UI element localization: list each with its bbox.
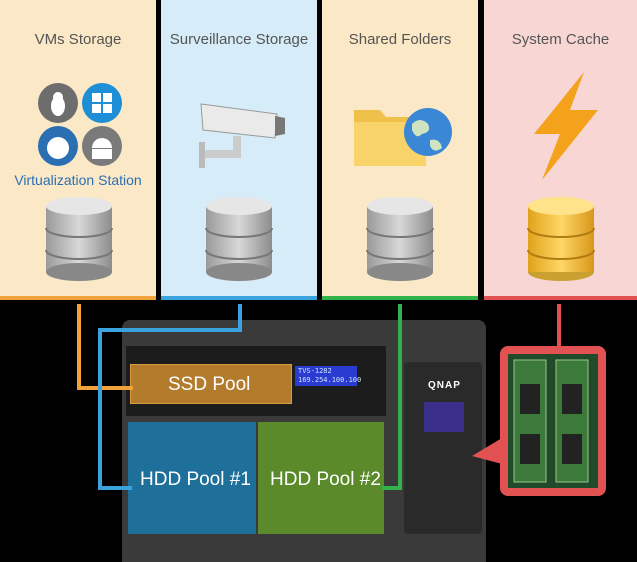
ssd-pool-label: SSD Pool: [168, 374, 251, 395]
surv-wire-h: [98, 328, 242, 332]
vms-database-icon: [45, 197, 113, 281]
cache-wire: [557, 304, 561, 348]
hdd-pool-2-label: HDD Pool #2: [270, 469, 381, 490]
android-icon: [82, 126, 122, 166]
shared-folders-title: Shared Folders: [348, 31, 452, 48]
hdd-bays-2: [258, 422, 384, 534]
shared-folders-panel: Shared Folders: [322, 0, 478, 300]
cache-callout: [472, 346, 606, 496]
surv-wire-v2: [98, 328, 102, 490]
vms-wire: [77, 304, 81, 390]
os-icons: [38, 83, 122, 166]
vms-wire-h: [77, 386, 133, 390]
surv-wire-h2: [98, 486, 132, 490]
lightning-icon: [534, 72, 598, 180]
database-icons: [45, 197, 595, 281]
shared-wire-v: [398, 304, 402, 490]
surveillance-database-icon: [205, 197, 273, 281]
freebsd-icon: [38, 126, 78, 166]
vms-storage-title: VMs Storage: [34, 31, 122, 48]
hdd-pool-1-label: HDD Pool #1: [140, 469, 251, 490]
cache-database-icon: [527, 197, 595, 281]
surv-wire-v: [238, 304, 242, 332]
virtualization-station-label: Virtualization Station: [14, 172, 142, 188]
ssd-bays: [130, 364, 292, 404]
windows-icon: [82, 83, 122, 123]
camera-icon: [199, 103, 285, 168]
shared-wire-h: [382, 486, 402, 490]
lcd-display: TVS-1282 169.254.100.100: [295, 366, 362, 386]
shared-database-icon: [366, 197, 434, 281]
surveillance-storage-title: Surveillance Storage: [169, 31, 309, 48]
folder-globe-icon: [354, 108, 452, 166]
linux-icon: [38, 83, 78, 123]
lcd-line2: 169.254.100.100: [298, 376, 362, 384]
intel-sticker: [424, 402, 464, 432]
brand-logo: QNAP: [428, 380, 461, 391]
side-panel: [404, 362, 482, 534]
vms-storage-panel: VMs Storage Virtualization Station: [0, 0, 156, 300]
lcd-line1: TVS-1282: [298, 367, 332, 375]
system-cache-title: System Cache: [511, 31, 610, 48]
hdd-bays-1: [128, 422, 256, 534]
